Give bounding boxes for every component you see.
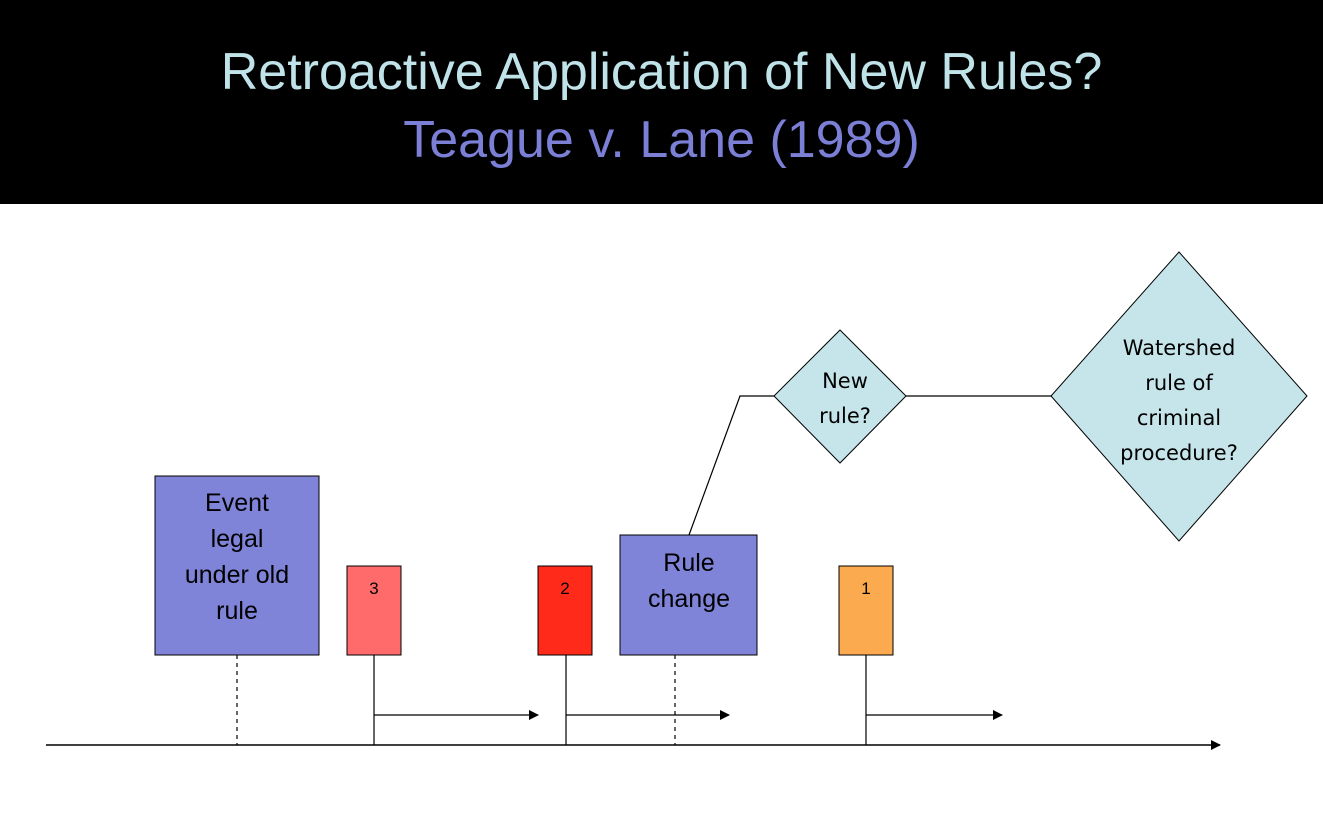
watershed-line3: criminal bbox=[1137, 406, 1221, 430]
marker-2: 2 bbox=[537, 565, 593, 656]
marker-2-label: 2 bbox=[560, 579, 569, 598]
marker-3-label: 3 bbox=[369, 579, 378, 598]
new-rule-diamond: New rule? bbox=[773, 329, 907, 464]
event-box-line3: under old bbox=[185, 561, 289, 589]
event-box: Event legal under old rule bbox=[154, 475, 320, 656]
event-box-line4: rule bbox=[216, 597, 258, 625]
event-box-line2: legal bbox=[211, 525, 264, 553]
new-rule-line2: rule? bbox=[819, 404, 871, 428]
slide-title: Retroactive Application of New Rules? bbox=[220, 43, 1103, 101]
title-banner: Retroactive Application of New Rules? Te… bbox=[0, 0, 1323, 204]
marker-1-label: 1 bbox=[861, 579, 870, 598]
watershed-line2: rule of bbox=[1145, 371, 1213, 395]
decision-connector bbox=[688, 395, 774, 536]
watershed-line4: procedure? bbox=[1120, 441, 1238, 465]
rule-change-line1: Rule bbox=[663, 549, 714, 577]
rule-change-line2: change bbox=[648, 585, 730, 613]
slide-subtitle: Teague v. Lane (1989) bbox=[403, 111, 920, 169]
marker-1: 1 bbox=[838, 565, 894, 656]
watershed-line1: Watershed bbox=[1123, 336, 1236, 360]
rule-change-box: Rule change bbox=[619, 534, 758, 656]
watershed-diamond: Watershed rule of criminal procedure? bbox=[1050, 251, 1308, 542]
event-box-line1: Event bbox=[205, 489, 269, 517]
new-rule-line1: New bbox=[822, 369, 868, 393]
marker-3: 3 bbox=[346, 565, 402, 656]
